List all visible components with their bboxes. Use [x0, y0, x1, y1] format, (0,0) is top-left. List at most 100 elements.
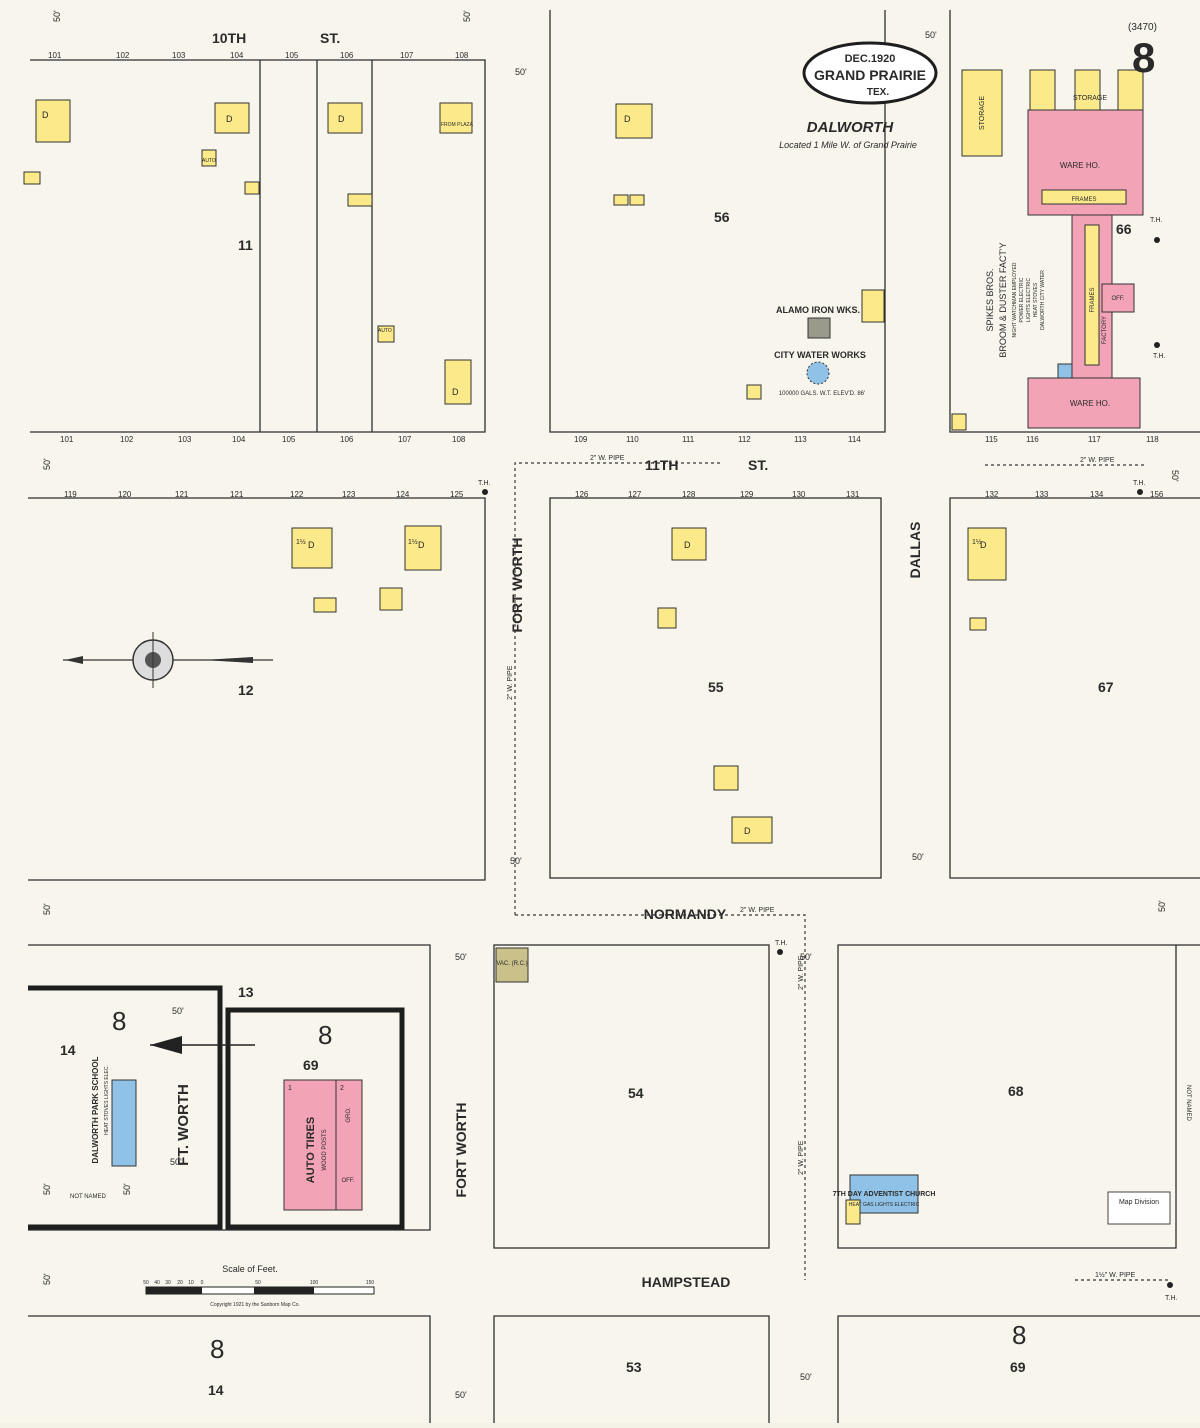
dwelling-code: D — [684, 540, 691, 550]
hydrant-label: T.H. — [478, 480, 491, 487]
church-label: 7TH DAY ADVENTIST CHURCH — [833, 1191, 936, 1198]
storage-west — [961, 69, 1003, 157]
block-14-13-outline — [28, 944, 431, 1231]
block-number-66: 66 — [1116, 221, 1132, 237]
warehouse-south — [1027, 377, 1141, 429]
boundary-block-13 — [225, 1007, 405, 1230]
adjoining-sheet-ref: 8 — [1012, 1320, 1026, 1350]
grocery-label: GRO. — [346, 1107, 352, 1123]
church-porch — [845, 1199, 861, 1225]
block-number-11: 11 — [238, 237, 253, 253]
water-tank-icon — [806, 361, 830, 385]
copyright-text: Copyright 1921 by the Sanborn Map Co. — [210, 1302, 300, 1308]
block-number-56: 56 — [714, 209, 730, 225]
width-label: 50' — [455, 952, 467, 962]
dwelling-code: D — [308, 540, 315, 550]
scale-tick: 50 — [143, 1280, 149, 1286]
lot-number: 117 — [1088, 435, 1101, 444]
pipe-label: 2" W. PIPE — [798, 1140, 805, 1175]
hydrant-label: T.H. — [775, 940, 788, 947]
frames-shed — [1041, 189, 1127, 205]
locality-title: DALWORTH — [807, 119, 895, 136]
dwelling-104 — [214, 102, 250, 134]
street-not-named-east: NOT NAMED — [1185, 1085, 1191, 1122]
lot-number: 121 — [230, 490, 244, 499]
block-number-55: 55 — [708, 679, 724, 695]
lot-number: 105 — [282, 435, 296, 444]
pipe-label: 2" W. PIPE — [507, 665, 514, 700]
width-label: 50' — [800, 952, 812, 962]
width-label: 50' — [912, 852, 924, 862]
plate-code: (3470) — [1128, 22, 1157, 33]
warehouse-label: WARE HO. — [1070, 399, 1110, 408]
block-55-outline — [549, 497, 882, 879]
block-number-12: 12 — [238, 682, 254, 698]
width-label: 50' — [42, 903, 52, 915]
block-number-54: 54 — [628, 1085, 644, 1101]
pipe-label: 2" W. PIPE — [740, 907, 775, 914]
labels: 8 (3470) DEC.1920 GRAND PRAIRIE TEX. DAL… — [42, 10, 1191, 1400]
hydrant-icon — [1137, 489, 1143, 495]
lot-number: 122 — [290, 490, 304, 499]
lot-number: 131 — [846, 490, 860, 499]
lot-number: 108 — [455, 51, 469, 60]
street-10th: 10TH — [212, 30, 246, 46]
stone-annex — [1057, 363, 1073, 379]
sheet-boundary — [28, 985, 405, 1230]
dwelling-101 — [35, 99, 71, 143]
cartouche-date: DEC.1920 — [845, 53, 896, 65]
school-notes: HEAT STOVES LIGHTS ELEC. — [104, 1065, 110, 1135]
shed-132 — [969, 617, 987, 631]
width-label: 50' — [170, 1157, 182, 1167]
pipe-fort-worth-11th — [514, 462, 720, 915]
street-fort-worth-north: FORT WORTH — [509, 538, 525, 633]
lot-number: 123 — [342, 490, 356, 499]
block-number-53: 53 — [626, 1359, 642, 1375]
lot-number: 124 — [396, 490, 410, 499]
cartouche-frame — [802, 41, 938, 105]
lot-number: 134 — [1090, 490, 1104, 499]
lot-number: 105 — [285, 51, 299, 60]
block-number-69-lower: 69 — [1010, 1359, 1026, 1375]
dwelling-code: D — [338, 114, 345, 124]
dwelling-code: D — [980, 540, 987, 550]
lot-number: 126 — [575, 490, 589, 499]
compass-rose-icon — [63, 632, 273, 688]
office-label: OFF. — [1112, 296, 1125, 302]
scale-bar — [145, 1286, 375, 1295]
width-label: 50' — [462, 10, 472, 22]
lot-number: 114 — [848, 435, 861, 444]
lot-number: 113 — [794, 435, 807, 444]
alamo-iron-works — [807, 317, 831, 339]
street-11th: 11TH — [645, 457, 678, 473]
auto-tires-label: AUTO TIRES — [305, 1117, 317, 1183]
scale-bar-segment — [254, 1287, 314, 1294]
shed-127 — [657, 607, 677, 629]
street-ft-worth: FT. WORTH — [175, 1084, 192, 1166]
dwelling-132 — [967, 527, 1007, 581]
lot-number: 104 — [232, 435, 246, 444]
church-notes: HEAT GAS LIGHTS ELECTRIC — [849, 1202, 920, 1208]
story-code: 2 — [340, 1085, 344, 1092]
auto-shed-104 — [201, 149, 217, 167]
dwelling-code: D — [226, 114, 233, 124]
scale-tick: 40 — [154, 1280, 160, 1286]
street-not-named-west: NOT NAMED — [70, 1194, 107, 1200]
scale-tick: 150 — [366, 1280, 375, 1286]
block-number-13: 13 — [238, 984, 254, 1000]
block-number-14-lower: 14 — [208, 1382, 224, 1398]
dwelling-122 — [291, 527, 333, 569]
hydrant-label: T.H. — [1150, 217, 1163, 224]
pipe-label: 1½" W. PIPE — [1095, 1271, 1136, 1279]
width-label: 50' — [925, 30, 937, 40]
hydrant-icon — [1154, 237, 1160, 243]
shed-124 — [379, 587, 403, 611]
scale-tick: 100 — [310, 1280, 319, 1286]
wood-posts-label: WOOD POSTS — [322, 1129, 328, 1170]
width-label: 50' — [172, 1006, 184, 1016]
street-dallas: DALLAS — [907, 522, 923, 579]
lot-number: 133 — [1035, 490, 1049, 499]
auto-shed-107 — [377, 325, 395, 343]
